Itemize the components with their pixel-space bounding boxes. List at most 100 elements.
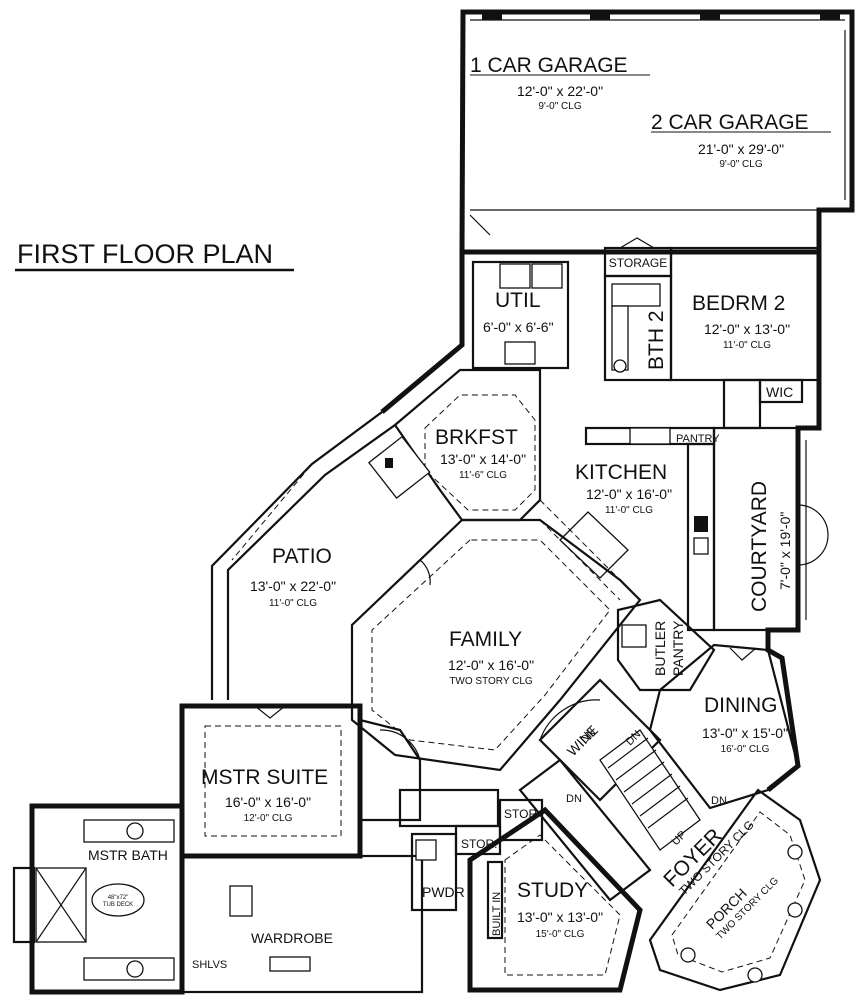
wardrobe-bench [269, 956, 311, 972]
brkfst-oven [385, 458, 393, 468]
family-clg: TWO STORY CLG [449, 676, 533, 687]
wine-area [538, 678, 662, 802]
kitchen-fridge [694, 516, 708, 532]
wardrobe-walls [180, 854, 424, 994]
garage2-dims: 21'-0" x 29'-0" [698, 141, 784, 157]
family-door-arc [419, 559, 431, 586]
courtyard-fountain [797, 504, 829, 566]
dining-door [729, 647, 757, 661]
wardrobe [180, 854, 424, 994]
porch-column-3 [747, 967, 763, 983]
family-dims: 12'-0" x 16'-0" [448, 657, 534, 673]
vanity-sink-2 [126, 960, 144, 978]
garage2-clg: 9'-0" CLG [719, 159, 762, 170]
pantry-name: PANTRY [676, 433, 720, 445]
mstr-wc [229, 885, 253, 917]
garage-post-2 [590, 12, 610, 20]
patio-ceiling [231, 411, 383, 561]
porch-column-2 [787, 902, 803, 918]
garage-step [469, 214, 491, 236]
family-walls [350, 518, 642, 772]
vanity-sink-1 [126, 822, 144, 840]
garage1-clg: 9'-0" CLG [538, 101, 581, 112]
bath2-tub [611, 283, 661, 307]
kitchen-cooktop [693, 537, 709, 555]
kitchen-name: KITCHEN [575, 461, 667, 484]
wic-name: WIC [766, 384, 793, 400]
wardrobe-name: WARDROBE [251, 930, 333, 946]
dining-walls [648, 643, 800, 810]
kitchen [539, 426, 716, 632]
butler-name: BUTLER [652, 621, 668, 676]
wine-arc [539, 699, 601, 741]
util-dims: 6'-0" x 6'-6" [483, 319, 554, 335]
butler-pantry [616, 598, 716, 692]
util-name: UTIL [495, 289, 541, 312]
pwdr-sink [415, 839, 437, 861]
patio-inner-wall [226, 424, 396, 700]
stair-dn-dining: DN [711, 795, 727, 807]
mstr-suite-name: MSTR SUITE [201, 766, 328, 789]
dining-dims: 13'-0" x 15'-0" [702, 725, 788, 741]
brkfst-dims: 13'-0" x 14'-0" [440, 451, 526, 467]
mstr-suite-door [254, 705, 286, 719]
study-name: STUDY [517, 879, 588, 902]
stair-tread-5 [639, 785, 681, 817]
study-ceiling [504, 834, 621, 976]
dining-clg: 16'-0" CLG [721, 744, 770, 755]
porch-column-1 [787, 844, 803, 860]
study [467, 806, 643, 993]
stair-tread-4 [631, 773, 673, 805]
washer [499, 263, 531, 289]
stair-tread-2 [615, 749, 657, 781]
bth2-name: BTH 2 [645, 310, 668, 370]
brkfst-ceiling [424, 394, 536, 511]
porch-column-4 [680, 947, 696, 963]
storage-door [619, 237, 655, 249]
family-door-1 [399, 559, 421, 581]
bedrm2-name: BEDRM 2 [692, 292, 785, 315]
mstr-suite-ceiling [204, 725, 342, 837]
stor1-name: STOR [504, 807, 537, 821]
util-sink [504, 341, 536, 365]
kitchen-clg: 11'-0" CLG [605, 505, 653, 516]
bedrm2-clg: 11'-0" CLG [723, 340, 771, 351]
brkfst-cooktop [367, 435, 431, 499]
family-name: FAMILY [449, 628, 522, 651]
kitchen-dims: 12'-0" x 16'-0" [586, 486, 672, 502]
storage-name: STORAGE [609, 256, 667, 270]
exterior-wall-east [380, 252, 465, 414]
stairs-and-wine [518, 678, 701, 902]
bedroom2-closet [722, 378, 762, 430]
brkfst-name: BRKFST [435, 426, 518, 449]
study-dims: 13'-0" x 13'-0" [517, 909, 603, 925]
shower-x-2 [35, 867, 87, 943]
kitchen-dash-2 [539, 519, 621, 601]
foyer-walls [518, 758, 652, 902]
butler-name2: PANTRY [670, 620, 686, 676]
shlvs-name: SHLVS [192, 959, 227, 971]
stor1-walls [498, 798, 544, 842]
butler-sink [621, 624, 647, 648]
bath2-toilet [613, 359, 627, 373]
stair-tread-1 [607, 737, 649, 769]
garage-post-4 [820, 12, 840, 20]
kitchen-range [629, 427, 671, 445]
plan-title-text: FIRST FLOOR PLAN [17, 239, 273, 269]
brkfst-walls [393, 368, 542, 522]
mstr-closet-arc [379, 729, 421, 761]
garage2-name: 2 CAR GARAGE [651, 111, 809, 134]
porch-walls [648, 788, 822, 992]
mstr-tub-deck: TUB DECK [103, 902, 133, 908]
dryer [531, 263, 563, 289]
util-room [471, 260, 570, 370]
family-ceiling [371, 539, 611, 751]
courtyard-name: COURTYARD [748, 481, 771, 612]
pwdr-name: PWDR [422, 884, 465, 900]
mstr-tub-size: 48"x72" [108, 895, 129, 901]
porch [648, 788, 822, 992]
garage-post-3 [700, 12, 720, 20]
plan-title: FIRST FLOOR PLAN [15, 239, 294, 272]
stair-tread-6 [647, 797, 689, 829]
